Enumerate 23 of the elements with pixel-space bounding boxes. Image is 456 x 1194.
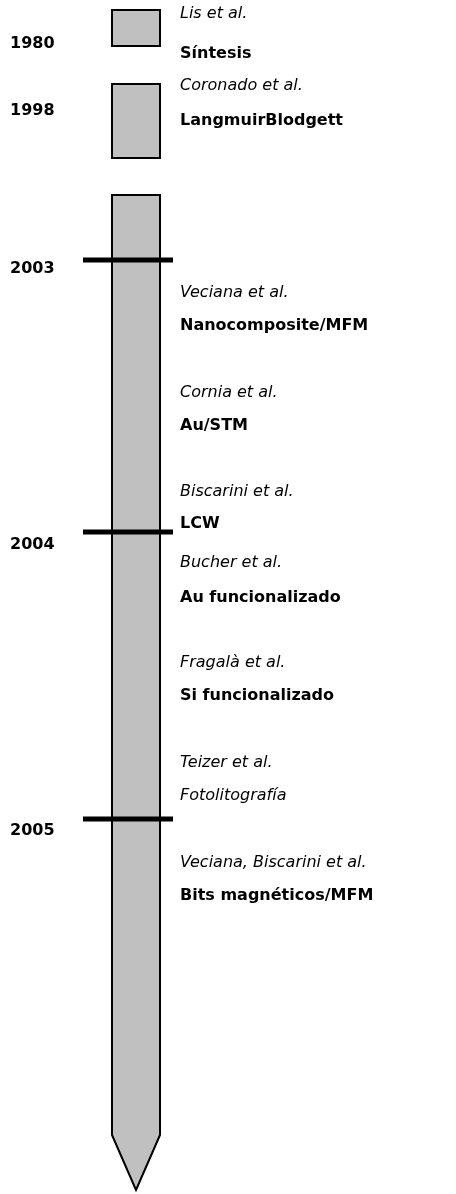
year-label: 1980 — [10, 33, 55, 53]
author-label: Biscarini et al. — [180, 481, 294, 501]
method-label: Si funcionalizado — [180, 685, 334, 705]
author-label: Veciana et al. — [180, 282, 289, 302]
method-label: Nanocomposite/MFM — [180, 315, 369, 335]
year-label: 2003 — [10, 258, 55, 278]
author-label: Lis et al. — [180, 3, 248, 23]
year-label: 1998 — [10, 100, 55, 120]
author-label: Teizer et al. — [180, 752, 273, 772]
method-label: Au/STM — [180, 415, 248, 435]
method-label: LCW — [180, 513, 220, 533]
method-label: Au funcionalizado — [180, 587, 341, 607]
method-label: LangmuirBlodgett — [180, 110, 343, 130]
author-label: Bucher et al. — [180, 552, 283, 572]
year-label: 2004 — [10, 534, 55, 554]
author-label: Fotolitografía — [180, 785, 287, 805]
year-label: 2005 — [10, 820, 55, 840]
author-label: Cornia et al. — [180, 382, 278, 402]
author-label: Coronado et al. — [180, 75, 303, 95]
method-label: Bits magnéticos/MFM — [180, 885, 374, 905]
author-label: Fragalà et al. — [180, 652, 286, 672]
author-label: Veciana, Biscarini et al. — [180, 852, 367, 872]
method-label: Síntesis — [180, 43, 252, 63]
